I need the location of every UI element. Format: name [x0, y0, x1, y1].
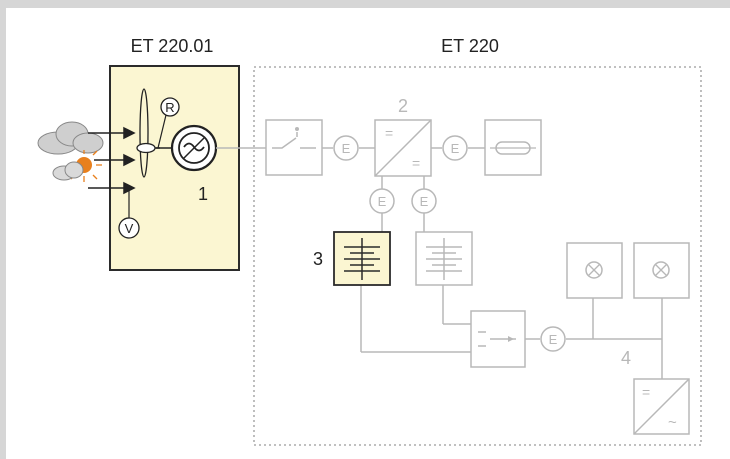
label-3: 3: [313, 249, 323, 269]
svg-text:~: ~: [668, 414, 677, 431]
dc-distribution-icon: [470, 310, 526, 368]
inverter-icon: = ~: [633, 378, 690, 435]
meter-r-label: R: [165, 100, 174, 115]
svg-text:E: E: [549, 332, 558, 347]
title-et220: ET 220: [441, 36, 499, 56]
svg-text:=: =: [385, 125, 393, 141]
wind-turbine-unit: [109, 65, 240, 271]
sun-icon: [52, 150, 102, 182]
et220-boundary: [253, 66, 702, 446]
energy-meter-1: E: [333, 135, 359, 161]
wind-meter-v: [118, 217, 140, 239]
battery-icon-faded: [415, 231, 473, 286]
svg-text:E: E: [342, 141, 351, 156]
speed-meter-r: [160, 97, 180, 117]
energy-meter-2: E: [442, 135, 468, 161]
meter-v-label: V: [125, 221, 134, 236]
cloud-icon: [37, 121, 104, 155]
switch-icon: [265, 119, 323, 176]
svg-text:E: E: [420, 194, 429, 209]
lamp-icon-2: [633, 242, 690, 299]
energy-meter-5: E: [540, 326, 566, 352]
svg-text:=: =: [412, 155, 420, 171]
generator-icon: [170, 124, 218, 172]
resistor-load-icon: [484, 119, 542, 176]
energy-meter-4: E: [411, 188, 437, 214]
svg-text:=: =: [642, 384, 650, 400]
svg-text:E: E: [378, 194, 387, 209]
label-4: 4: [621, 348, 631, 368]
battery-icon-active: [333, 231, 391, 286]
svg-text:E: E: [451, 141, 460, 156]
label-1: 1: [198, 184, 208, 204]
label-2: 2: [398, 96, 408, 116]
charge-controller-icon: = =: [374, 119, 432, 177]
faded-wiring: [216, 147, 663, 379]
title-et22001: ET 220.01: [131, 36, 214, 56]
rotor-icon: [136, 88, 172, 178]
energy-meter-3: E: [369, 188, 395, 214]
lamp-icon-1: [566, 242, 623, 299]
